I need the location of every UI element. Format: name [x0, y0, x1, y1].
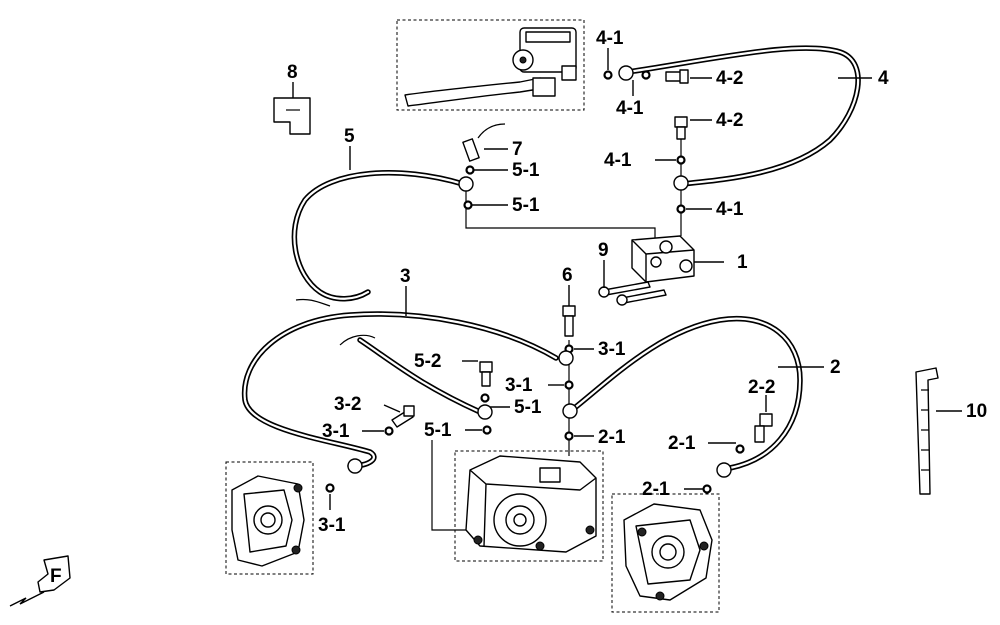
washer-2-1-right-upper	[735, 444, 745, 454]
washer-4-1-lower	[676, 204, 686, 214]
banjo-2-center	[562, 403, 578, 419]
front-marker-letter: F	[50, 566, 62, 587]
line-5-to-1	[465, 188, 656, 240]
part-10-cable-tie	[915, 367, 939, 495]
master-cylinder-box	[396, 19, 585, 111]
label-7: 7	[512, 139, 523, 160]
part-3-2-bolt	[391, 405, 415, 428]
label-9: 9	[598, 240, 609, 261]
hose-3	[241, 311, 559, 469]
leader-lines	[292, 48, 962, 510]
label-3-1-caliper: 3-1	[318, 515, 346, 536]
label-2: 2	[830, 357, 841, 378]
label-5: 5	[344, 126, 355, 147]
label-3-2: 3-2	[334, 394, 361, 415]
label-2-1-right-upper: 2-1	[668, 433, 696, 454]
label-2-1-center: 2-1	[598, 427, 626, 448]
part-7-banjo-bolt	[462, 123, 506, 162]
label-4-1-below: 4-1	[616, 98, 644, 119]
washer-3-1-center-low	[564, 380, 574, 390]
label-3-1-left: 3-1	[322, 421, 350, 442]
banjo-4-lower	[673, 175, 689, 191]
banjo-5	[458, 176, 474, 192]
washer-5-1-upper	[465, 165, 475, 175]
hose-2	[569, 315, 803, 471]
label-5-2: 5-2	[414, 351, 441, 372]
part-6-bolt	[562, 305, 576, 337]
left-brake-caliper	[231, 475, 305, 567]
left-caliper-box	[225, 461, 314, 575]
banjo-2-right	[716, 462, 732, 478]
label-8: 8	[287, 62, 298, 83]
label-3-1-center: 3-1	[598, 339, 626, 360]
part-5-2-bolt	[479, 361, 493, 387]
hose-4	[625, 45, 861, 187]
banjo-3-center	[558, 350, 574, 366]
banjo-3-left	[347, 458, 363, 474]
label-4: 4	[878, 68, 889, 89]
label-6: 6	[562, 265, 573, 286]
right-brake-caliper	[623, 503, 713, 601]
part-9-bolts	[598, 281, 667, 306]
washer-4-1-mid	[676, 155, 686, 165]
label-5-1-upper: 5-1	[512, 160, 540, 181]
label-4-1-lower: 4-1	[716, 199, 744, 220]
part-2-2-bolt	[754, 413, 773, 443]
front-direction-marker: F	[9, 555, 71, 607]
abs-modulator-unit	[465, 455, 597, 553]
washer-2-1-right-lower	[702, 484, 712, 494]
washer-3-1-left-lower	[325, 483, 335, 493]
hose-5-lower	[339, 334, 483, 415]
washer-5-1-lower	[463, 200, 473, 210]
master-cylinder-lever	[404, 27, 577, 107]
label-3-1-center-low: 3-1	[505, 375, 533, 396]
label-4-2-lower: 4-2	[716, 110, 743, 131]
part-1-valve-block	[631, 235, 695, 283]
bolt-4-2-lower	[674, 116, 688, 140]
washer-5-1-abs-lower	[482, 425, 492, 435]
label-2-1-right-lower: 2-1	[642, 479, 670, 500]
abs-unit-box	[454, 450, 604, 562]
banjo-4-upper	[618, 65, 634, 81]
label-2-2: 2-2	[748, 377, 775, 398]
part-labels: 1 2 2-1 2-1 2-1 2-2 3 3-1 3-1 3-1 3-1 3-…	[287, 28, 987, 536]
label-1: 1	[737, 252, 748, 273]
label-5-1-abs: 5-1	[514, 397, 542, 418]
washer-4-1-upper-left	[603, 70, 613, 80]
right-caliper-box	[611, 493, 720, 613]
label-5-1-abs-lower: 5-1	[424, 420, 452, 441]
label-4-2-upper: 4-2	[716, 68, 743, 89]
label-4-1-mid: 4-1	[604, 150, 632, 171]
hose-5	[291, 170, 466, 307]
washer-5-1-abs-upper	[480, 393, 490, 403]
washer-4-1-upper-right	[641, 70, 651, 80]
washer-2-1-center	[564, 431, 574, 441]
banjo-5-lower	[477, 404, 493, 420]
bolt-4-2-upper	[665, 69, 689, 84]
label-3: 3	[400, 266, 411, 287]
line-5-to-abs	[431, 440, 480, 531]
part-8-clip	[273, 97, 311, 135]
washer-3-1-left-upper	[384, 426, 394, 436]
label-4-1-top: 4-1	[596, 28, 624, 49]
label-5-1-lower: 5-1	[512, 195, 540, 216]
label-10: 10	[966, 401, 987, 422]
